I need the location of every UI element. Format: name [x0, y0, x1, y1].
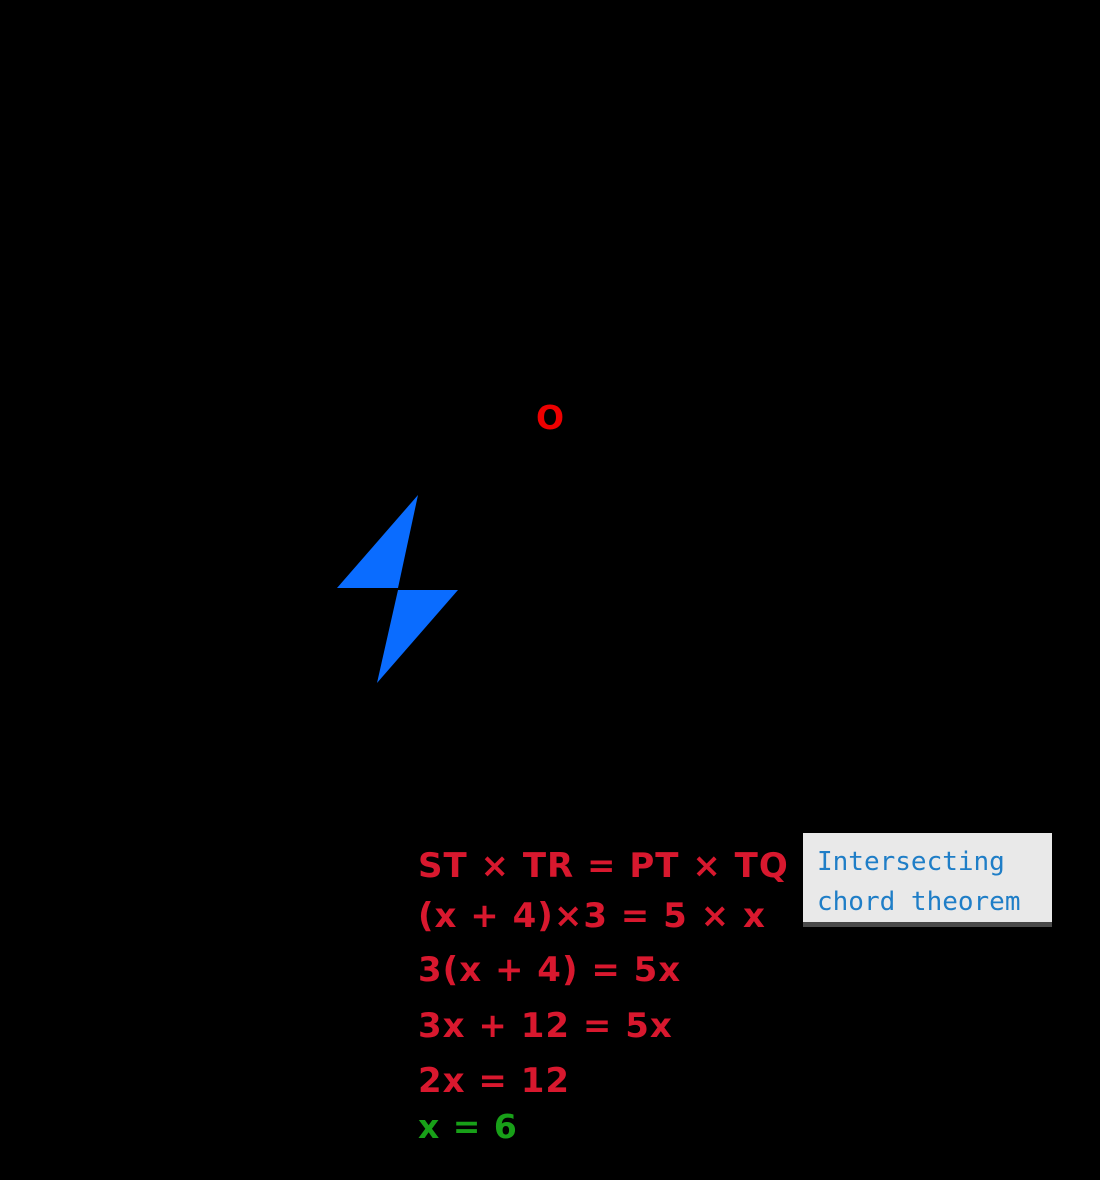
theorem-callout-box: Intersecting chord theorem	[803, 833, 1052, 927]
solution-line-simplified: 2x = 12	[418, 1061, 571, 1101]
lightning-bolt-icon	[337, 495, 458, 683]
lightning-bolt-upper-triangle	[337, 495, 418, 588]
lightning-bolt-lower-triangle	[377, 590, 458, 683]
circle-center-label: O	[536, 398, 565, 437]
solution-line-expanded: 3x + 12 = 5x	[418, 1006, 673, 1046]
solution-line-rearranged: 3(x + 4) = 5x	[418, 950, 682, 990]
solution-line-theorem-statement: ST × TR = PT × TQ	[418, 846, 789, 886]
solution-line-answer: x = 6	[418, 1107, 518, 1146]
theorem-callout-line2: chord theorem	[817, 887, 1021, 917]
theorem-callout-line1: Intersecting	[817, 847, 1005, 877]
solution-line-substitution: (x + 4)×3 = 5 × x	[418, 896, 766, 936]
